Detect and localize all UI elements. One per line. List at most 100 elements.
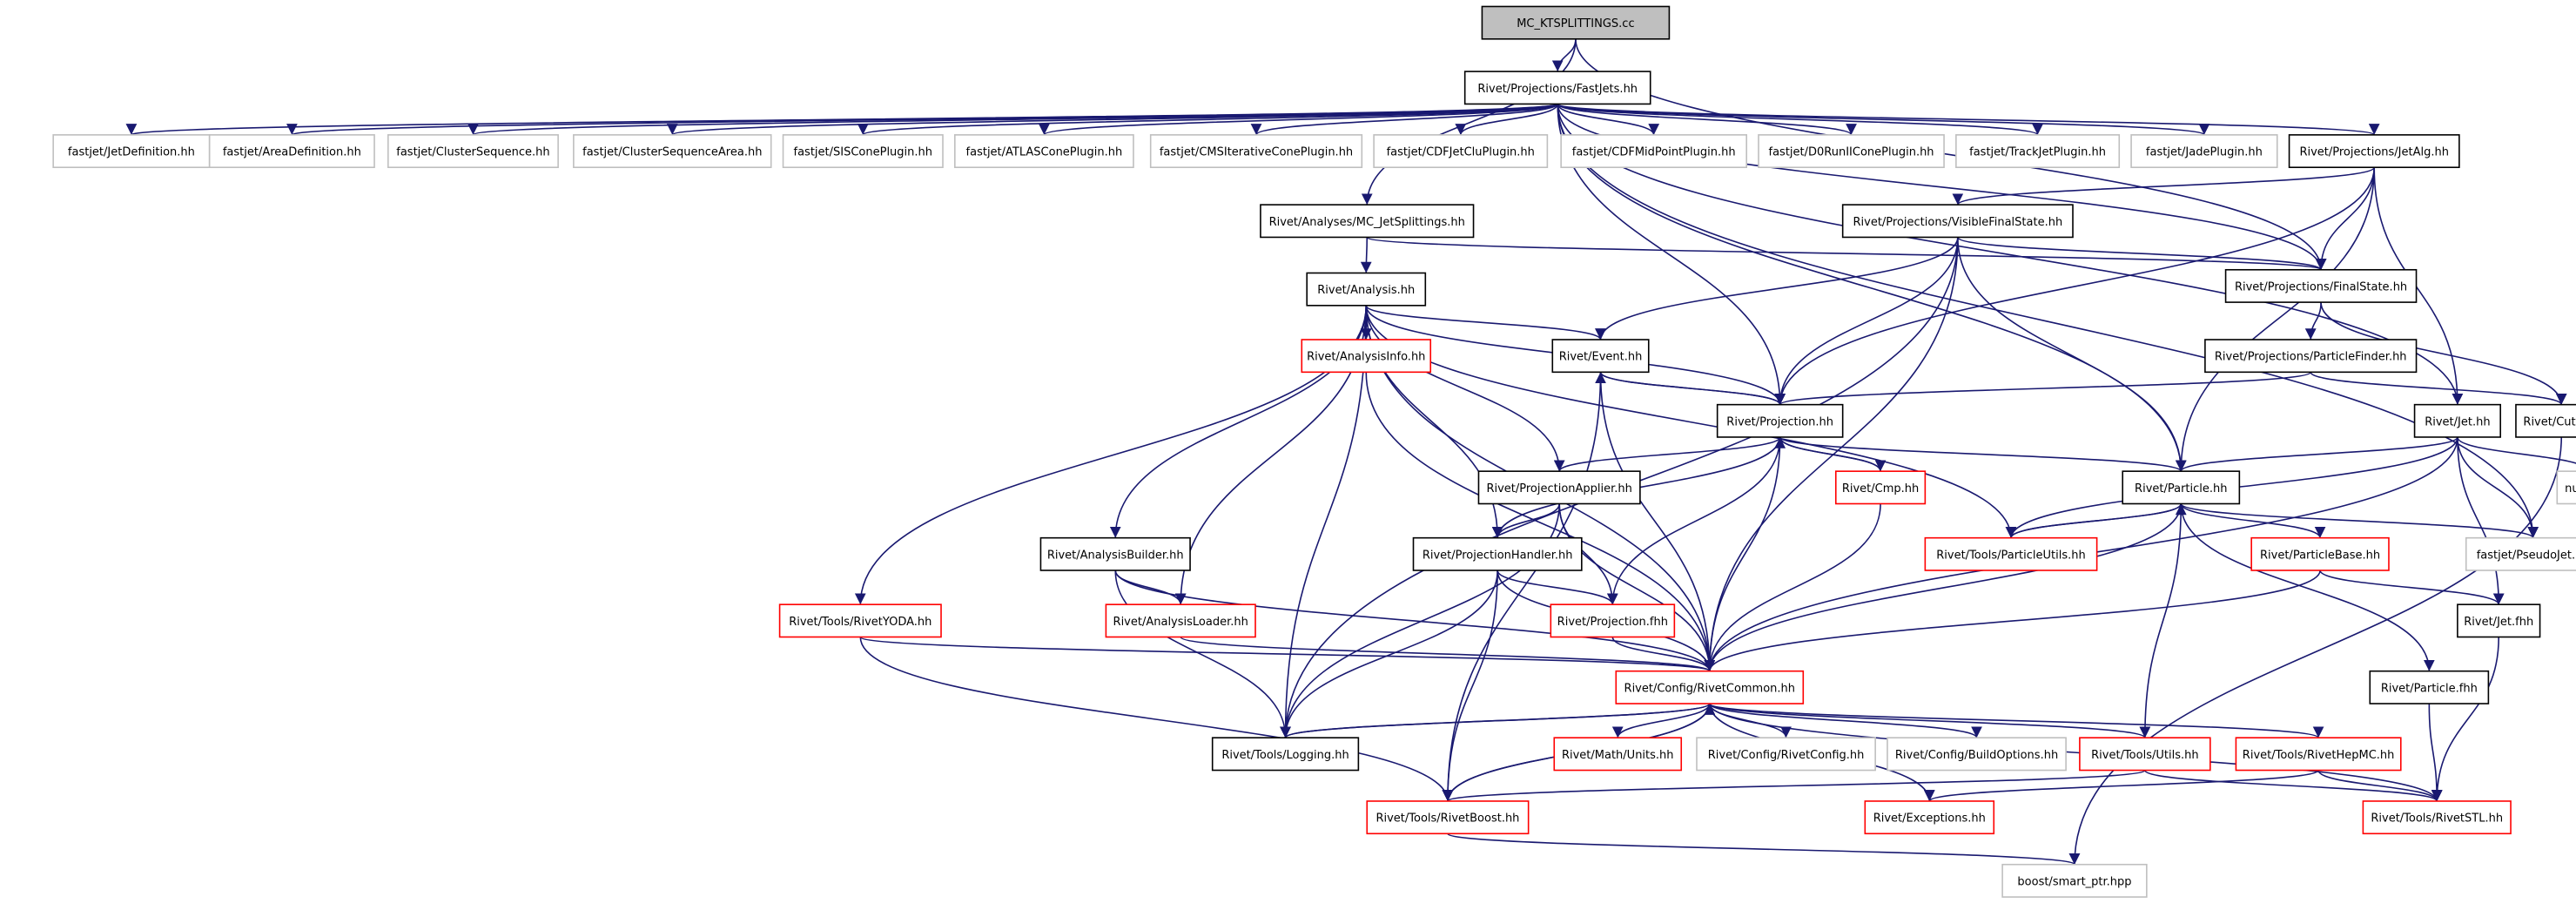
node-rivet-jet-hh[interactable]: Rivet/Jet.hh [2413,403,2502,438]
node-numeric[interactable]: numeric [2556,470,2576,505]
node-box[interactable] [782,134,944,169]
node-rivet-tools-logging-hh[interactable]: Rivet/Tools/Logging.hh [1211,737,1360,772]
node-box[interactable] [1412,536,1583,571]
node-rivet-particlebase-hh[interactable]: Rivet/ParticleBase.hh [2250,536,2390,571]
node-box[interactable] [1551,339,1650,374]
node-box[interactable] [387,134,559,169]
node-rivet-jet-fhh[interactable]: Rivet/Jet.fhh [2457,603,2541,638]
node-fastjet-areadefinition-hh[interactable]: fastjet/AreaDefinition.hh [208,134,375,169]
node-box[interactable] [2079,737,2211,772]
node-box[interactable] [2250,536,2390,571]
node-rivet-projections-finalstate-hh[interactable]: Rivet/Projections/FinalState.hh [2224,268,2418,303]
node-box[interactable] [1887,737,2067,772]
node-rivet-config-buildoptions-hh[interactable]: Rivet/Config/BuildOptions.hh [1887,737,2067,772]
node-rivet-particle-hh[interactable]: Rivet/Particle.hh [2122,470,2241,505]
node-box[interactable] [1553,737,1683,772]
node-box[interactable] [52,134,211,169]
node-box[interactable] [2556,470,2576,505]
node-box[interactable] [2224,268,2418,303]
node-box[interactable] [1924,536,2098,571]
node-rivet-analysisloader-hh[interactable]: Rivet/AnalysisLoader.hh [1105,603,1256,638]
node-box[interactable] [2457,603,2541,638]
node-box[interactable] [1864,800,1995,835]
node-fastjet-clustersequencearea-hh[interactable]: fastjet/ClusterSequenceArea.hh [573,134,772,169]
node-rivet-projections-fastjets-hh[interactable]: Rivet/Projections/FastJets.hh [1463,71,1651,105]
node-fastjet-trackjetplugin-hh[interactable]: fastjet/TrackJetPlugin.hh [1955,134,2121,169]
node-fastjet-sisconeplugin-hh[interactable]: fastjet/SISConePlugin.hh [782,134,944,169]
node-box[interactable] [1039,536,1191,571]
node-box[interactable] [954,134,1134,169]
node-box[interactable] [1481,5,1671,40]
node-box[interactable] [1550,603,1676,638]
node-fastjet-jetdefinition-hh[interactable]: fastjet/JetDefinition.hh [52,134,211,169]
node-fastjet-pseudojet-hh[interactable]: fastjet/PseudoJet.hh [2465,536,2576,571]
node-rivet-analysis-hh[interactable]: Rivet/Analysis.hh [1306,272,1427,307]
node-box[interactable] [2130,134,2278,169]
node-rivet-event-hh[interactable]: Rivet/Event.hh [1551,339,1650,374]
node-fastjet-clustersequence-hh[interactable]: fastjet/ClusterSequence.hh [387,134,559,169]
node-box[interactable] [1696,737,1876,772]
node-box[interactable] [208,134,375,169]
node-box[interactable] [2122,470,2241,505]
node-box[interactable] [1105,603,1256,638]
node-box[interactable] [1306,272,1427,307]
node-box[interactable] [1758,134,1945,169]
node-rivet-analysisinfo-hh[interactable]: Rivet/AnalysisInfo.hh [1301,339,1432,374]
node-box[interactable] [2362,800,2512,835]
node-box[interactable] [1373,134,1549,169]
node-rivet-projections-visiblefinalstate-hh[interactable]: Rivet/Projections/VisibleFinalState.hh [1841,204,2074,239]
node-rivet-cmp-hh[interactable]: Rivet/Cmp.hh [1834,470,1927,505]
node-box[interactable] [778,603,942,638]
node-rivet-math-units-hh[interactable]: Rivet/Math/Units.hh [1553,737,1683,772]
node-box[interactable] [1560,134,1748,169]
node-box[interactable] [1463,71,1651,105]
node-rivet-tools-utils-hh[interactable]: Rivet/Tools/Utils.hh [2079,737,2211,772]
node-rivet-tools-rivetboost-hh[interactable]: Rivet/Tools/RivetBoost.hh [1366,800,1530,835]
node-box[interactable] [2001,863,2148,898]
node-fastjet-cmsiterativeconeplugin-hh[interactable]: fastjet/CMSIterativeConePlugin.hh [1149,134,1363,169]
node-rivet-tools-rivethepmc-hh[interactable]: Rivet/Tools/RivetHepMC.hh [2235,737,2402,772]
node-rivet-tools-rivetyoda-hh[interactable]: Rivet/Tools/RivetYODA.hh [778,603,942,638]
node-boost-smart-ptr-hpp[interactable]: boost/smart_ptr.hpp [2001,863,2148,898]
node-rivet-exceptions-hh[interactable]: Rivet/Exceptions.hh [1864,800,1995,835]
node-rivet-cuts-hh[interactable]: Rivet/Cuts.hh [2515,403,2576,438]
node-rivet-projections-particlefinder-hh[interactable]: Rivet/Projections/ParticleFinder.hh [2204,339,2418,374]
node-rivet-projection-fhh[interactable]: Rivet/Projection.fhh [1550,603,1676,638]
node-rivet-projection-hh[interactable]: Rivet/Projection.hh [1716,403,1844,438]
node-fastjet-cdfmidpointplugin-hh[interactable]: fastjet/CDFMidPointPlugin.hh [1560,134,1748,169]
node-box[interactable] [1841,204,2074,239]
node-fastjet-jadeplugin-hh[interactable]: fastjet/JadePlugin.hh [2130,134,2278,169]
node-rivet-analyses-mc-jetsplittings-hh[interactable]: Rivet/Analyses/MC_JetSplittings.hh [1260,204,1475,239]
node-box[interactable] [1716,403,1844,438]
node-box[interactable] [1955,134,2121,169]
node-fastjet-d0runiiconeplugin-hh[interactable]: fastjet/D0RunIIConePlugin.hh [1758,134,1945,169]
node-box[interactable] [2369,670,2490,704]
node-rivet-projectionapplier-hh[interactable]: Rivet/ProjectionApplier.hh [1477,470,1641,505]
node-rivet-config-rivetcommon-hh[interactable]: Rivet/Config/RivetCommon.hh [1615,670,1805,704]
node-box[interactable] [1477,470,1641,505]
node-rivet-projections-jetalg-hh[interactable]: Rivet/Projections/JetAlg.hh [2288,134,2460,169]
node-rivet-config-rivetconfig-hh[interactable]: Rivet/Config/RivetConfig.hh [1696,737,1876,772]
node-box[interactable] [1211,737,1360,772]
node-box[interactable] [2413,403,2502,438]
node-box[interactable] [2235,737,2402,772]
node-rivet-tools-particleutils-hh[interactable]: Rivet/Tools/ParticleUtils.hh [1924,536,2098,571]
node-box[interactable] [573,134,772,169]
node-box[interactable] [2465,536,2576,571]
node-box[interactable] [1260,204,1475,239]
node-rivet-particle-fhh[interactable]: Rivet/Particle.fhh [2369,670,2490,704]
node-box[interactable] [2288,134,2460,169]
node-fastjet-atlasconeplugin-hh[interactable]: fastjet/ATLASConePlugin.hh [954,134,1134,169]
node-rivet-tools-rivetstl-hh[interactable]: Rivet/Tools/RivetSTL.hh [2362,800,2512,835]
node-box[interactable] [1366,800,1530,835]
node-mc-ktsplittings-cc[interactable]: MC_KTSPLITTINGS.cc [1481,5,1671,40]
node-box[interactable] [1149,134,1363,169]
node-box[interactable] [1834,470,1927,505]
node-rivet-projectionhandler-hh[interactable]: Rivet/ProjectionHandler.hh [1412,536,1583,571]
node-box[interactable] [2515,403,2576,438]
node-box[interactable] [1615,670,1805,704]
node-fastjet-cdfjetcluplugin-hh[interactable]: fastjet/CDFJetCluPlugin.hh [1373,134,1549,169]
node-rivet-analysisbuilder-hh[interactable]: Rivet/AnalysisBuilder.hh [1039,536,1191,571]
node-box[interactable] [2204,339,2418,374]
node-box[interactable] [1301,339,1432,374]
